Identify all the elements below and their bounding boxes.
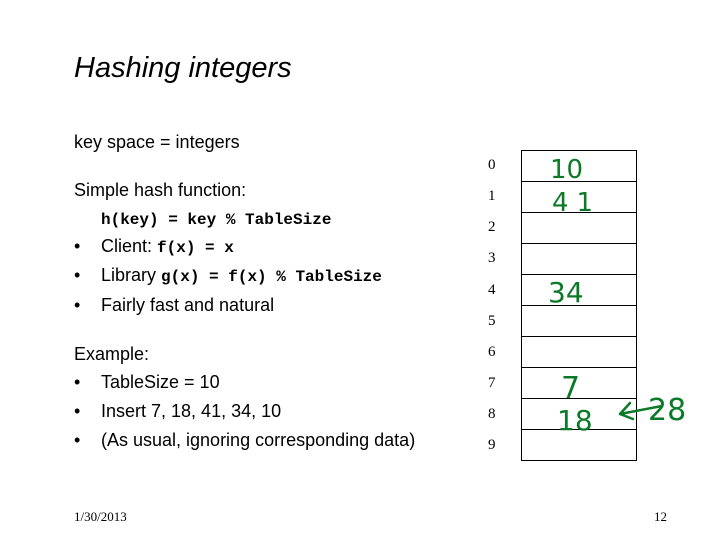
bullet-tablesize-text: TableSize = 10 — [101, 372, 220, 392]
bullet-tablesize: • TableSize = 10 — [74, 371, 220, 393]
table-row-divider — [522, 243, 636, 244]
simple-hash-heading: Simple hash function: — [74, 180, 247, 200]
bullet-ignoring: • (As usual, ignoring corresponding data) — [74, 429, 415, 451]
table-row-divider — [522, 429, 636, 430]
example-heading: Example: — [74, 344, 150, 364]
bullet-client: • Client: f(x) = x — [74, 235, 234, 259]
table-row-divider — [522, 336, 636, 337]
bullet-dot: • — [74, 401, 81, 421]
hash-table — [521, 150, 637, 461]
bullet-dot: • — [74, 430, 81, 450]
bullet-ignoring-text: (As usual, ignoring corresponding data) — [101, 430, 416, 450]
bullet-dot: • — [74, 236, 81, 256]
table-index: 5 — [488, 313, 496, 329]
table-index: 6 — [488, 344, 496, 360]
table-row-divider — [522, 398, 636, 399]
page-number: 12 — [654, 509, 667, 524]
handwritten-note: 28 — [648, 393, 686, 428]
bullet-insert-text: Insert 7, 18, 41, 34, 10 — [101, 401, 282, 421]
slide-title: Hashing integers — [74, 52, 292, 84]
bullet-library-code: g(x) = f(x) % TableSize — [161, 268, 382, 286]
table-index: 2 — [488, 219, 496, 235]
table-index: 8 — [488, 406, 496, 422]
table-row-divider — [522, 212, 636, 213]
table-row-divider — [522, 181, 636, 182]
key-space-line: key space = integers — [74, 132, 240, 152]
bullet-library-text: Library — [101, 265, 162, 285]
bullet-client-text: Client: — [101, 236, 158, 256]
table-row-divider — [522, 305, 636, 306]
table-index: 4 — [488, 282, 496, 298]
bullet-dot: • — [74, 265, 81, 285]
bullet-dot: • — [74, 372, 81, 392]
bullet-client-code: f(x) = x — [157, 239, 234, 257]
bullet-fast-text: Fairly fast and natural — [101, 295, 275, 315]
table-index: 1 — [488, 188, 496, 204]
table-index: 3 — [488, 250, 496, 266]
footer-date: 1/30/2013 — [74, 509, 127, 524]
table-row-divider — [522, 274, 636, 275]
bullet-fast: • Fairly fast and natural — [74, 294, 274, 316]
table-row-divider — [522, 367, 636, 368]
table-index: 0 — [488, 157, 496, 173]
bullet-insert: • Insert 7, 18, 41, 34, 10 — [74, 400, 281, 422]
bullet-dot: • — [74, 295, 81, 315]
table-index: 9 — [488, 437, 496, 453]
bullet-library: • Library g(x) = f(x) % TableSize — [74, 264, 382, 288]
hash-formula: h(key) = key % TableSize — [101, 211, 332, 229]
table-index: 7 — [488, 375, 496, 391]
